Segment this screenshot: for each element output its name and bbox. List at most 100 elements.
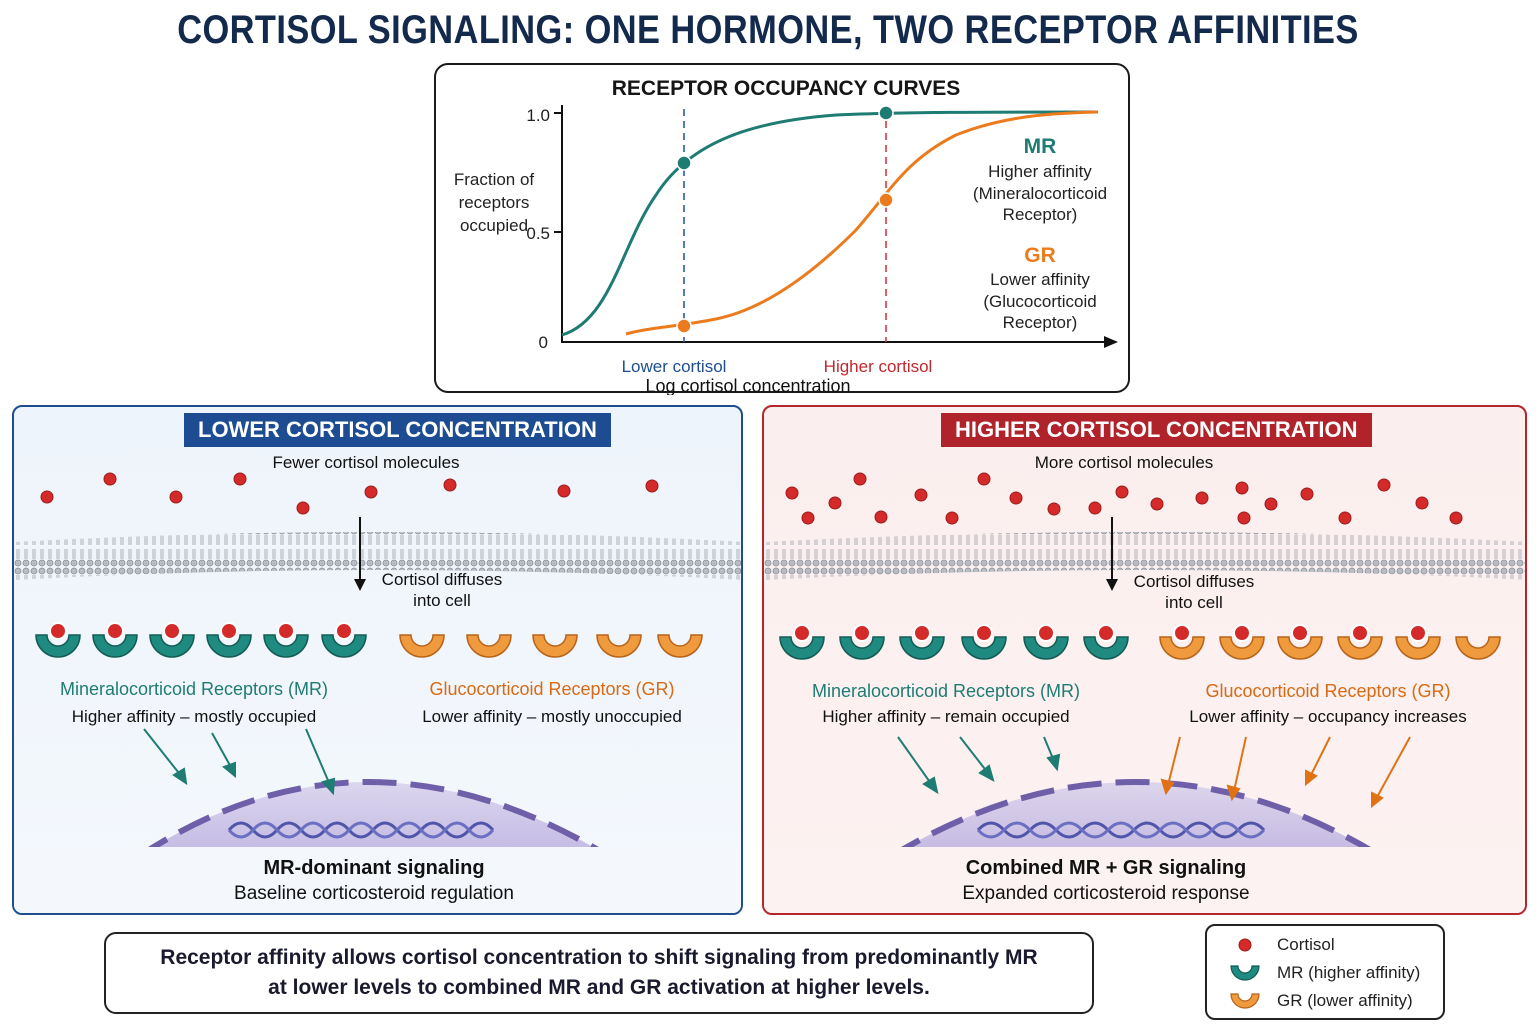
gr-receptor-icon <box>532 634 578 658</box>
lower-cortisol-label: Lower cortisol <box>622 357 727 376</box>
diffuse-label-line: into cell <box>1165 593 1223 612</box>
mr-title: Mineralocorticoid Receptors (MR) <box>59 679 329 699</box>
bound-cortisol <box>1173 624 1191 642</box>
cortisol-molecules-low <box>40 472 659 515</box>
legend-item-mr: MR (higher affinity) <box>1207 960 1447 986</box>
bound-cortisol <box>106 622 124 640</box>
cortisol-molecule <box>40 490 54 504</box>
diffuse-label: Cortisol diffuses into cell <box>1124 571 1264 613</box>
mr-receptor-icon <box>899 624 945 660</box>
mr-receptor-icon <box>92 622 138 658</box>
cortisol-molecule <box>364 485 378 499</box>
bound-cortisol <box>1351 624 1369 642</box>
mr-receptor-icon <box>35 622 81 658</box>
mr-receptors-low <box>35 622 367 658</box>
gr-desc: Lower affinity – occupancy increases <box>1189 707 1467 726</box>
y-tick-label: 1.0 <box>526 106 550 125</box>
cortisol-molecule <box>1415 496 1429 510</box>
gr-title: Glucocorticoid Receptors (GR) <box>1205 681 1451 701</box>
cell-membrane <box>764 532 1525 580</box>
diffusion-arrow-head-icon <box>354 579 366 591</box>
gr-receptor-icon <box>1395 624 1441 660</box>
y-axis-label-1: Fraction of <box>454 170 535 189</box>
page-title: CORTISOL SIGNALING: ONE HORMONE, TWO REC… <box>177 8 1359 52</box>
bound-cortisol <box>163 622 181 640</box>
summary-box: Receptor affinity allows cortisol concen… <box>104 932 1094 1014</box>
higher-panel-illustration <box>764 472 1525 913</box>
diffuse-label-line: Cortisol diffuses <box>381 570 503 589</box>
cortisol-molecule <box>1009 491 1023 505</box>
gr-series-desc: (Glucocorticoid <box>983 292 1096 311</box>
mr-desc: Higher affinity – remain occupied <box>822 707 1070 726</box>
cortisol-molecule <box>945 511 959 525</box>
molecule-count-label: Fewer cortisol molecules <box>272 453 460 472</box>
cortisol-molecule <box>1338 511 1352 525</box>
bound-cortisol <box>853 624 871 642</box>
gr-desc: Lower affinity – mostly unoccupied <box>422 707 682 726</box>
lower-cortisol-panel: LOWER CORTISOL CONCENTRATION Fewer corti… <box>12 405 743 915</box>
gr-receptor-icon <box>1337 624 1383 660</box>
result-title: MR-dominant signaling <box>263 857 485 879</box>
cortisol-molecule <box>801 511 815 525</box>
nucleus <box>138 782 610 857</box>
cortisol-dot-icon <box>1238 938 1252 952</box>
gr-title: Glucocorticoid Receptors (GR) <box>429 679 675 699</box>
cortisol-molecule <box>1264 497 1278 511</box>
cortisol-molecule <box>169 490 183 504</box>
gr-series-name: GR <box>1024 244 1056 267</box>
cortisol-molecule <box>296 501 310 515</box>
lower-panel-banner: LOWER CORTISOL CONCENTRATION <box>184 413 611 447</box>
x-axis-arrow-icon <box>1104 336 1118 348</box>
gr-series-desc: Lower affinity <box>990 270 1090 289</box>
cortisol-molecule <box>785 486 799 500</box>
legend-label: GR (lower affinity) <box>1277 991 1413 1010</box>
cortisol-molecule <box>1150 497 1164 511</box>
gr-receptors-low <box>399 634 703 658</box>
cortisol-molecule <box>1088 501 1102 515</box>
gr-receptor-icon <box>1219 624 1265 660</box>
mr-desc: Higher affinity – mostly occupied <box>71 707 317 726</box>
molecule-count-label: More cortisol molecules <box>1034 453 1214 472</box>
cortisol-molecule <box>233 472 247 486</box>
cortisol-molecule <box>977 472 991 486</box>
dna-helix-icon <box>227 821 495 839</box>
bound-cortisol <box>1233 624 1251 642</box>
chart-title: RECEPTOR OCCUPANCY CURVES <box>612 77 961 100</box>
diffuse-label-line: into cell <box>413 591 471 610</box>
cortisol-molecule <box>1449 511 1463 525</box>
mr-signal-arrows <box>897 736 1061 795</box>
summary-line: at lower levels to combined MR and GR ac… <box>268 976 930 999</box>
mr-curve <box>561 110 1099 337</box>
cell-membrane <box>14 532 741 580</box>
summary-line: Receptor affinity allows cortisol concen… <box>160 946 1038 969</box>
diffusion-arrow-head-icon <box>1106 579 1118 591</box>
bound-cortisol <box>1409 624 1427 642</box>
mr-series-desc: (Mineralocorticoid <box>973 184 1107 203</box>
lower-panel-illustration <box>14 472 741 913</box>
bound-cortisol <box>975 624 993 642</box>
gr-curve <box>625 110 1099 336</box>
cortisol-molecule <box>103 472 117 486</box>
cortisol-molecule <box>443 478 457 492</box>
bound-cortisol <box>335 622 353 640</box>
result-caption-bg <box>14 847 741 913</box>
cortisol-molecule <box>1115 485 1129 499</box>
result-title: Combined MR + GR signaling <box>965 857 1247 879</box>
cortisol-molecule <box>1195 491 1209 505</box>
mr-series-name: MR <box>1024 135 1057 158</box>
y-tick-label: 0 <box>539 333 548 352</box>
bound-cortisol <box>220 622 238 640</box>
bound-cortisol <box>49 622 67 640</box>
legend: Cortisol MR (higher affinity) GR (lower … <box>1205 924 1445 1020</box>
signal-arrows <box>143 728 336 796</box>
occupancy-chart-panel: RECEPTOR OCCUPANCY CURVES Fraction of re… <box>434 63 1130 396</box>
mr-receptor-icon <box>206 622 252 658</box>
mr-receptor-icon <box>779 624 825 660</box>
bound-cortisol <box>793 624 811 642</box>
y-axis-label-3: occupied <box>460 216 528 235</box>
higher-cortisol-label: Higher cortisol <box>824 357 933 376</box>
mr-series-desc: Receptor) <box>1003 205 1078 224</box>
nuclear-envelope <box>136 779 612 860</box>
occupancy-chart: RECEPTOR OCCUPANCY CURVES Fraction of re… <box>454 77 1118 396</box>
cortisol-molecule <box>557 484 571 498</box>
